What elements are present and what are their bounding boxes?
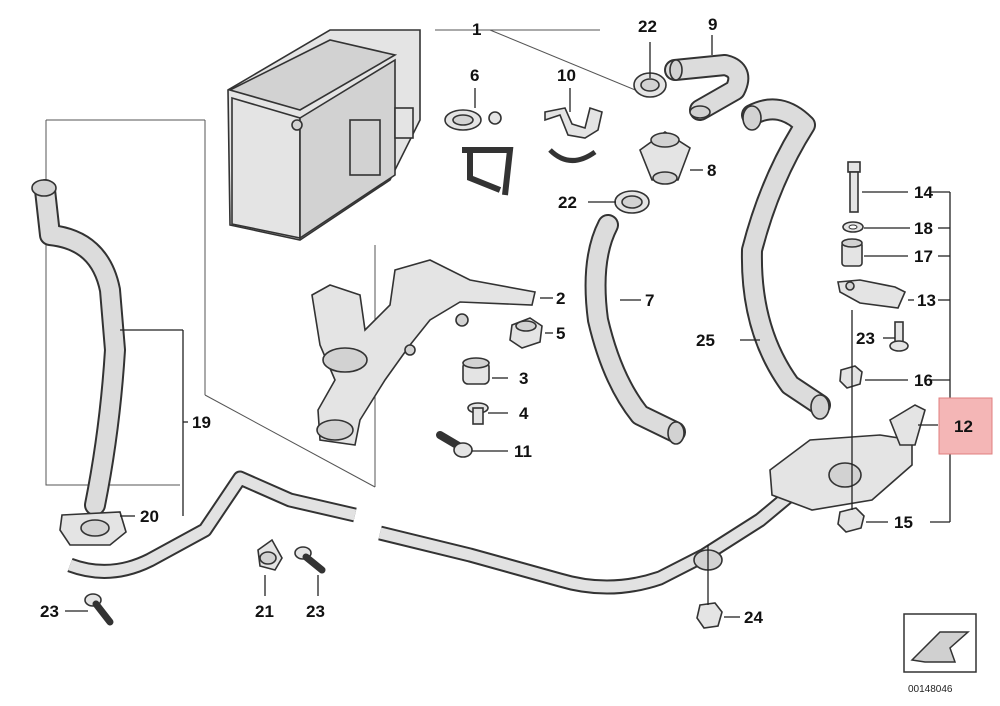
callout-4: 4 — [519, 404, 529, 423]
callout-14: 14 — [914, 183, 933, 202]
callout-22-top: 22 — [638, 17, 657, 36]
holder-13 — [837, 279, 907, 309]
drawing-reference: 00148046 — [903, 613, 977, 695]
callout-5: 5 — [556, 324, 565, 343]
hose-9 — [664, 54, 750, 121]
callout-17: 17 — [914, 247, 933, 266]
hose-assembly-19 — [31, 179, 126, 516]
spring-clamp-6 — [444, 109, 514, 196]
callout-6: 6 — [470, 66, 479, 85]
hose-7 — [584, 214, 686, 445]
washer-18 — [842, 221, 864, 233]
hose-25 — [740, 98, 831, 420]
screw-11 — [436, 431, 473, 458]
callout-19: 19 — [192, 413, 211, 432]
callout-11: 11 — [514, 442, 532, 461]
bracket — [311, 259, 536, 446]
spacer-17 — [841, 238, 863, 267]
callout-12-highlight — [938, 397, 993, 455]
coupling-8 — [639, 131, 691, 185]
rubber-mount-3 — [462, 357, 490, 385]
callout-1: 1 — [472, 20, 481, 39]
nut-16 — [839, 365, 863, 389]
callout-labels: 1 2 3 4 5 6 7 8 9 10 11 12 13 14 15 16 1… — [40, 15, 993, 627]
callout-25: 25 — [696, 331, 715, 350]
callout-10: 10 — [557, 66, 576, 85]
reference-arrow-icon — [910, 631, 970, 663]
bolt-23-bottom-left — [84, 593, 114, 626]
callout-21: 21 — [255, 602, 274, 621]
nut-24 — [696, 602, 723, 629]
clip-10 — [544, 106, 603, 163]
hose-clamp-22-top — [633, 72, 667, 98]
bolt-4 — [467, 402, 489, 425]
callout-13: 13 — [917, 291, 936, 310]
screw-23-right — [889, 321, 909, 352]
hose-clamp-22-middle — [614, 190, 650, 214]
callout-15: 15 — [894, 513, 913, 532]
exhaust-muffler-12 — [693, 404, 926, 571]
clamp-21 — [257, 538, 283, 571]
callout-8: 8 — [707, 161, 716, 180]
callout-9: 9 — [708, 15, 717, 34]
callout-23-right: 23 — [856, 329, 875, 348]
bolt-23-bottom-middle — [294, 546, 326, 574]
leader-lines — [65, 35, 951, 618]
callout-18: 18 — [914, 219, 933, 238]
callout-22-middle: 22 — [558, 193, 577, 212]
callout-2: 2 — [556, 289, 565, 308]
callout-12: 12 — [954, 417, 973, 436]
nut-5 — [509, 317, 543, 349]
nut-15 — [837, 507, 865, 533]
callout-23-bottom-left: 23 — [40, 602, 59, 621]
flange-20 — [59, 511, 127, 546]
callout-3: 3 — [519, 369, 528, 388]
exhaust-pipe — [67, 470, 795, 595]
callout-23-bottom-middle: 23 — [306, 602, 325, 621]
callout-24: 24 — [744, 608, 763, 627]
heater-unit — [227, 29, 421, 241]
bolt-14 — [847, 161, 861, 213]
callout-20: 20 — [140, 507, 159, 526]
callout-7: 7 — [645, 291, 654, 310]
drawing-code: 00148046 — [908, 684, 953, 695]
callout-16: 16 — [914, 371, 933, 390]
